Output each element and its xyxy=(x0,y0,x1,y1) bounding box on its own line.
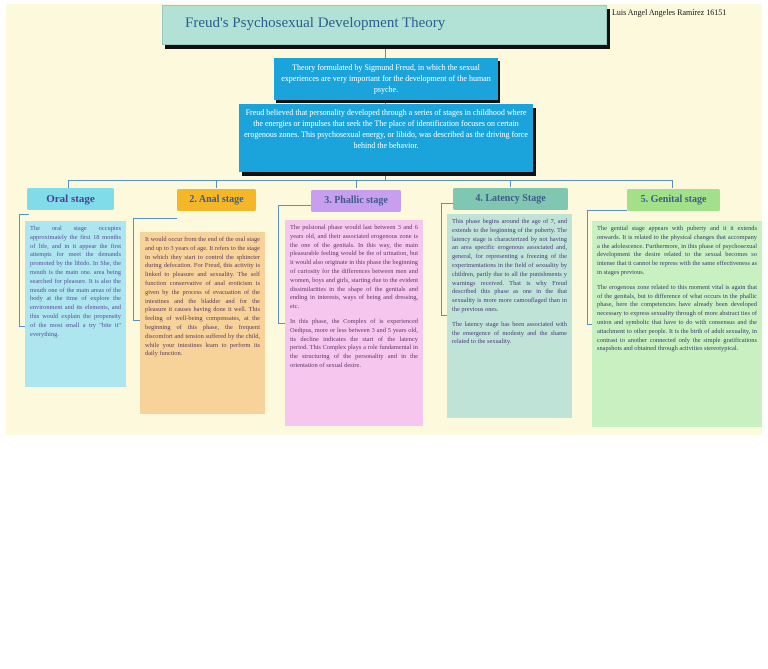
bracket-latency xyxy=(441,203,442,315)
stage-phallic-panel[interactable]: The pulsional phase would last between 3… xyxy=(285,220,423,426)
connector-main-stages xyxy=(385,172,386,180)
stage-genital-panel[interactable]: The genital stage appears with puberty a… xyxy=(592,221,762,427)
bracket-genital-bottom xyxy=(587,324,592,325)
author-label: Luis Angel Angeles Ramírez 16151 xyxy=(612,8,727,17)
connector-phallic xyxy=(356,180,357,188)
phallic-paragraph-2: In this phase, the Complex of is experie… xyxy=(290,317,418,369)
bracket-anal-bottom xyxy=(133,320,140,321)
stage-anal-header[interactable]: 2. Anal stage xyxy=(177,189,256,211)
connector-latency xyxy=(510,180,511,187)
connector-anal xyxy=(216,180,217,188)
genital-paragraph-1: The genital stage appears with puberty a… xyxy=(597,225,757,276)
bracket-phallic-top xyxy=(278,205,311,206)
oral-paragraph-1: The oral stage occupies approximately th… xyxy=(30,225,121,338)
bracket-phallic-bottom xyxy=(278,323,285,324)
connector-oral xyxy=(68,180,69,188)
stage-anal-panel[interactable]: It would occur from the end of the oral … xyxy=(140,232,265,414)
bracket-oral xyxy=(19,214,20,326)
connector-title-intro xyxy=(385,49,386,58)
bracket-genital-top xyxy=(587,210,627,211)
latency-paragraph-1: This phase begins around the age of 7, a… xyxy=(452,218,567,313)
intro-node[interactable]: Theory formulated by Sigmund Freud, in w… xyxy=(274,58,498,100)
page-title: Freud's Psychosexual Development Theory xyxy=(185,15,446,31)
latency-paragraph-2: The latency stage has been associated wi… xyxy=(452,320,567,346)
connector-genital xyxy=(672,180,673,188)
bracket-oral-bottom xyxy=(19,326,25,327)
connector-intro-main xyxy=(385,100,386,104)
bracket-oral-top xyxy=(19,214,29,215)
genital-paragraph-2: The erogenous zone related to this momen… xyxy=(597,283,757,353)
phallic-paragraph-1: The pulsional phase would last between 3… xyxy=(290,224,418,311)
title-node[interactable]: Freud's Psychosexual Development Theory xyxy=(162,5,607,45)
anal-paragraph-1: It would occur from the end of the oral … xyxy=(145,236,260,358)
stage-phallic-header[interactable]: 3. Phallic stage xyxy=(311,190,401,212)
stage-latency-panel[interactable]: This phase begins around the age of 7, a… xyxy=(447,214,572,418)
bracket-genital xyxy=(587,210,588,324)
stage-oral-header[interactable]: Oral stage xyxy=(27,188,114,210)
bracket-phallic xyxy=(278,205,279,323)
stage-latency-header[interactable]: 4. Latency Stage xyxy=(453,188,568,210)
bracket-latency-bottom xyxy=(441,315,447,316)
connector-horizontal xyxy=(68,180,672,181)
bracket-anal-top xyxy=(133,218,177,219)
main-node[interactable]: Freud believed that personality develope… xyxy=(239,104,533,172)
stage-genital-header[interactable]: 5. Genital stage xyxy=(627,189,720,211)
stage-oral-panel[interactable]: The oral stage occupies approximately th… xyxy=(25,221,126,387)
bracket-latency-top xyxy=(441,203,453,204)
bracket-anal xyxy=(133,218,134,320)
